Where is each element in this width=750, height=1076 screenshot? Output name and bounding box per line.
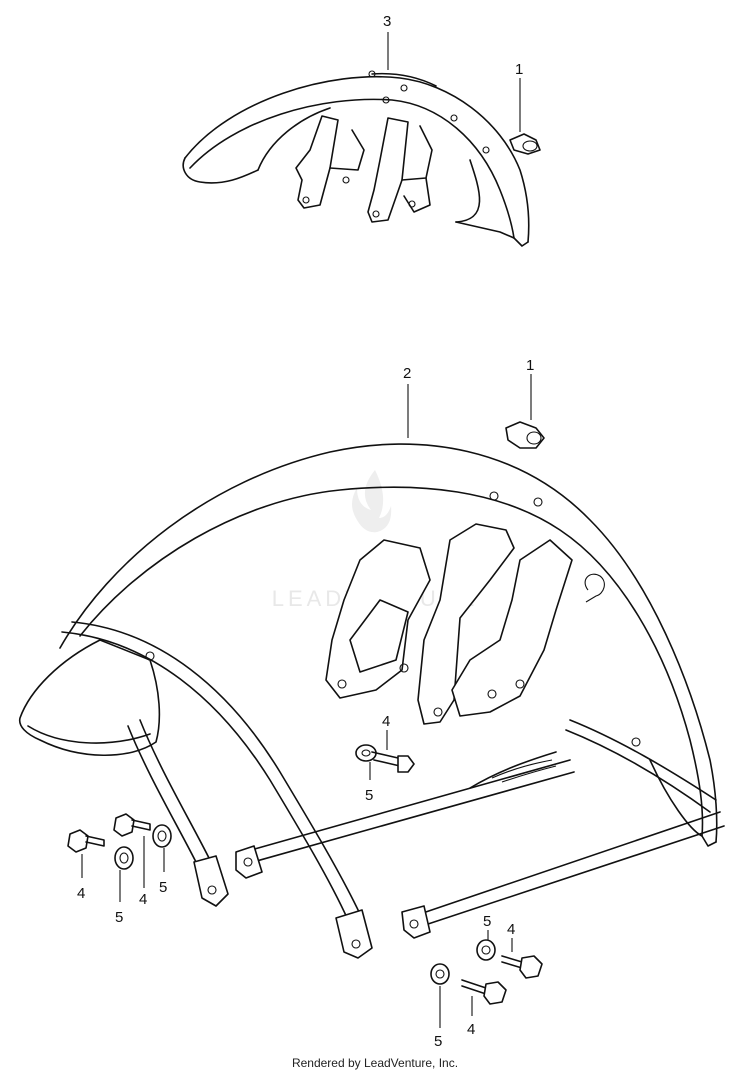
callout-left-washer-b: 5 bbox=[159, 879, 167, 896]
callout-right-bolt-a: 4 bbox=[507, 921, 515, 938]
callout-right-washer-a: 5 bbox=[483, 913, 491, 930]
top-clip bbox=[509, 133, 541, 155]
callout-right-washer-b: 5 bbox=[434, 1033, 442, 1050]
main-clip bbox=[505, 421, 545, 449]
callout-top-fender: 3 bbox=[383, 13, 391, 30]
fastener-left-b bbox=[113, 813, 172, 848]
front-brace bbox=[61, 621, 717, 959]
stay-rods bbox=[127, 719, 725, 939]
callout-left-bolt-b: 4 bbox=[139, 891, 147, 908]
fastener-right-b bbox=[430, 963, 507, 1005]
callout-left-bolt-a: 4 bbox=[77, 885, 85, 902]
callout-center-bolt: 4 bbox=[382, 713, 390, 730]
callout-right-bolt-b: 4 bbox=[467, 1021, 475, 1038]
callout-main-clip: 1 bbox=[526, 357, 534, 374]
footer-credit: Rendered by LeadVenture, Inc. bbox=[291, 1056, 459, 1070]
top-fender bbox=[182, 70, 530, 247]
callout-top-clip: 1 bbox=[515, 61, 523, 78]
callout-center-washer: 5 bbox=[365, 787, 373, 804]
callout-left-washer-a: 5 bbox=[115, 909, 123, 926]
callout-main-fender: 2 bbox=[403, 365, 411, 382]
callout-labels: 3 1 2 1 4 5 4 5 4 5 5 4 5 4 bbox=[77, 13, 534, 1050]
fastener-left-a bbox=[67, 829, 134, 870]
inner-brackets bbox=[325, 523, 605, 783]
fastener-center bbox=[355, 744, 415, 773]
leader-lines bbox=[81, 32, 532, 1028]
fastener-right-a bbox=[476, 939, 543, 979]
